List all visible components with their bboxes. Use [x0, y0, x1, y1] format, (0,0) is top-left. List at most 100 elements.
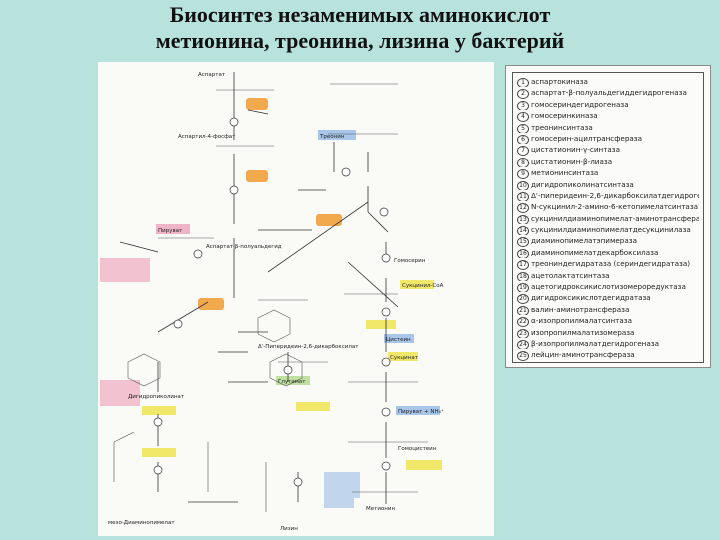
legend-item-number: 4 — [517, 112, 529, 121]
hl-aspartyl-kinase — [246, 98, 268, 110]
legend-item-number: 17 — [517, 260, 529, 269]
legend-item-number: 12 — [517, 203, 529, 212]
legend-item-text: цистатионин-γ-синтаза — [531, 145, 620, 154]
legend-item-text: β-изопропилмалатдегидрогеназа — [531, 339, 659, 348]
label-succinyl-coa: Сукцинил-CoA — [402, 283, 444, 289]
legend-item-number: 16 — [517, 249, 529, 258]
legend-item-text: треонинсинтаза — [531, 123, 593, 132]
hl-pink-struct — [100, 258, 150, 282]
legend-item-text: α-изопропилмалатсинтаза — [531, 316, 632, 325]
legend-item-number: 18 — [517, 272, 529, 281]
legend-item-text: Δ'-пиперидеин-2,6-дикарбоксилатдегидроге… — [531, 191, 699, 200]
label-tetrahydropicolinate: Δ'-Пиперидеин-2,6-дикарбоксилат — [258, 344, 359, 350]
legend-item-number: 10 — [517, 181, 529, 190]
legend-item: 7цистатионин-γ-синтаза — [517, 144, 699, 155]
legend-item-number: 3 — [517, 101, 529, 110]
pathway-scheme: Аспартат Аспартил-4-фосфат Треонин Пирув… — [98, 62, 494, 536]
hl-pink-struct-2 — [100, 380, 140, 406]
legend-item-text: диаминопимелатэпимераза — [531, 236, 637, 245]
legend-item-text: диаминопимелатдекарбоксилаза — [531, 248, 658, 257]
legend-item-number: 8 — [517, 158, 529, 167]
label-aspartate-semialdehyde: Аспартат β-полуальдегид — [206, 244, 282, 250]
label-pyruvate: Пируват — [158, 228, 183, 234]
label-dihydropicolinate: Дигидропиколинат — [128, 394, 185, 400]
legend-item-number: 6 — [517, 135, 529, 144]
legend-item-number: 22 — [517, 317, 529, 326]
legend-item-number: 11 — [517, 192, 529, 201]
label-aspartate: Аспартат — [198, 72, 226, 78]
legend-item-number: 20 — [517, 294, 529, 303]
hl-blue-struct — [324, 472, 360, 498]
legend-item-text: метионинсинтаза — [531, 168, 598, 177]
legend-item-number: 24 — [517, 340, 529, 349]
label-cysteine: Цистеин — [386, 337, 411, 343]
hl-succinyl-coa-2 — [366, 320, 396, 329]
label-succinate: Сукцинат — [390, 355, 419, 361]
legend-item-text: треониндегидратаза (сериндегидратаза) — [531, 259, 690, 268]
label-meso-dap: мезо-Диаминопимелат — [108, 520, 175, 526]
legend-item-number: 13 — [517, 215, 529, 224]
legend-item-text: ацетогидроксикислотизомероредуктаза — [531, 282, 686, 291]
legend-item-number: 5 — [517, 124, 529, 133]
hl-succinate-4 — [142, 448, 176, 457]
legend-item-text: цистатионин-β-лиаза — [531, 157, 612, 166]
legend-item-text: дигидропиколинатсинтаза — [531, 180, 634, 189]
legend-item-text: гомосериндегидрогеназа — [531, 100, 629, 109]
legend-item-number: 1 — [517, 78, 529, 87]
hl-succinate-2 — [296, 402, 330, 411]
title-line-1: Биосинтез незаменимых аминокислот — [0, 2, 720, 28]
pathway-diagram: Аспартат Аспартил-4-фосфат Треонин Пирув… — [98, 62, 494, 536]
label-lysine: Лизин — [280, 526, 298, 532]
legend-item-number: 14 — [517, 226, 529, 235]
hl-nadph-2 — [316, 214, 342, 226]
label-homocysteine: Гомоцистеин — [398, 446, 437, 452]
legend-item-text: гомосерин-ацилтрансфераза — [531, 134, 642, 143]
legend-item-number: 9 — [517, 169, 529, 178]
legend-item-number: 21 — [517, 306, 529, 315]
hl-nadph-1 — [246, 170, 268, 182]
hl-blue-struct-2 — [324, 498, 354, 508]
legend-item-text: сукцинилдиаминопимелат-аминотрансфераза — [531, 214, 699, 223]
legend-item-text: ацетолактатсинтаза — [531, 271, 610, 280]
legend-item-text: N-сукцинил-2-амино-6-кетопимелатсинтаза — [531, 202, 698, 211]
legend-item-number: 25 — [517, 351, 529, 360]
legend-item-text: гомосеринкиназа — [531, 111, 598, 120]
label-threonine: Треонин — [319, 134, 345, 140]
hl-succinate-3 — [142, 406, 176, 415]
label-methionine: Метионин — [366, 506, 395, 512]
legend-item-text: дигидроксикислотдегидратаза — [531, 293, 651, 302]
legend-item-number: 23 — [517, 329, 529, 338]
legend-item-text: аспартокиназа — [531, 77, 588, 86]
legend-item: 5треонинсинтаза — [517, 122, 699, 133]
hl-nadph-3 — [198, 298, 224, 310]
label-homoserine: Гомосерин — [394, 258, 426, 264]
legend-item-number: 7 — [517, 146, 529, 155]
legend-item-text: лейцин-аминотрансфераза — [531, 350, 635, 359]
legend-item-text: аспартат-β-полуальдегиддегидрогеназа — [531, 88, 687, 97]
legend-item: 17треониндегидратаза (сериндегидратаза) — [517, 258, 699, 269]
label-pyruvate-nh4: Пируват + NH₄⁺ — [398, 408, 444, 415]
